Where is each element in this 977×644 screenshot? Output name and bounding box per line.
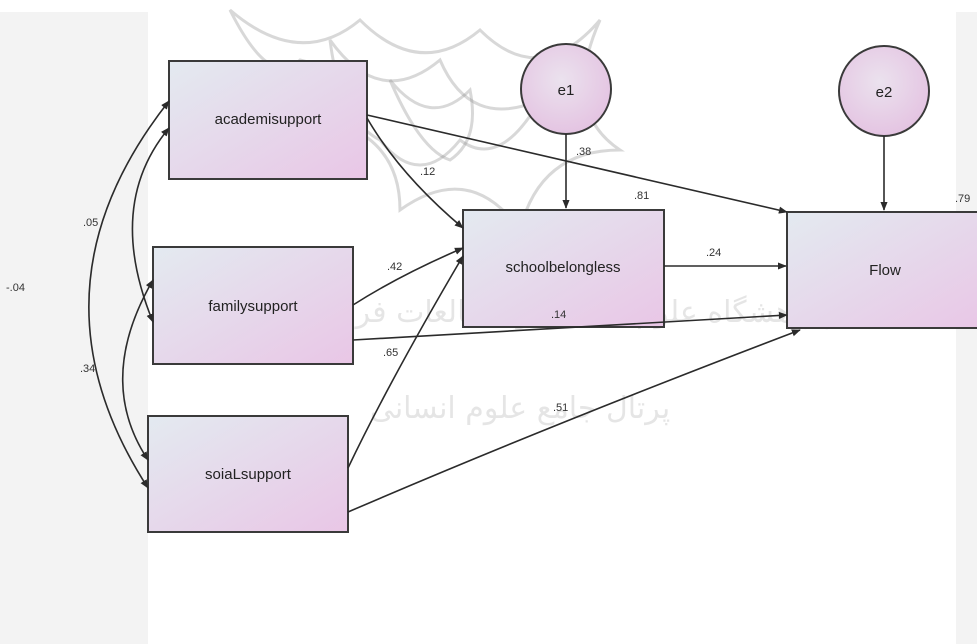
academic-to-school-path bbox=[366, 117, 464, 229]
flow-box[interactable] bbox=[786, 211, 977, 329]
academic-social-covariance bbox=[88, 100, 170, 489]
corr-academic-family: .05 bbox=[83, 217, 98, 229]
r-squared-flow: .79 bbox=[955, 193, 970, 205]
coef-school-to-flow: .24 bbox=[706, 247, 721, 259]
e1-label: e1 bbox=[558, 82, 575, 99]
social-support-box[interactable] bbox=[147, 415, 349, 533]
academic-support-label: academisupport bbox=[215, 111, 323, 128]
academic-support-box[interactable] bbox=[168, 60, 368, 180]
left-panel bbox=[0, 12, 148, 644]
family-social-covariance bbox=[121, 279, 154, 461]
academic-to-flow-path bbox=[366, 114, 788, 214]
family-to-school-path bbox=[352, 247, 464, 306]
r-squared-school: .81 bbox=[634, 190, 649, 202]
coef-academic-to-school: .12 bbox=[420, 166, 435, 178]
coef-family-to-flow: .14 bbox=[551, 309, 566, 321]
social-to-school-path bbox=[347, 255, 464, 469]
family-support-box[interactable] bbox=[152, 246, 354, 365]
e2-label: e2 bbox=[876, 84, 893, 101]
school-belongingness-label: schoolbelongless bbox=[505, 259, 620, 276]
flow-label: Flow bbox=[869, 262, 901, 279]
family-support-label: familysupport bbox=[208, 298, 298, 315]
coef-academic-to-flow: .38 bbox=[576, 146, 591, 158]
family-to-flow-path bbox=[352, 311, 788, 341]
corr-academic-social: -.04 bbox=[6, 282, 25, 294]
coef-social-to-school: .65 bbox=[383, 347, 398, 359]
coef-family-to-school: .42 bbox=[387, 261, 402, 273]
social-to-flow-path bbox=[347, 329, 801, 513]
corr-family-social: .34 bbox=[80, 363, 95, 375]
watermark-line-2: پرتال جامع علوم انسانی bbox=[370, 391, 670, 426]
coef-social-to-flow: .51 bbox=[553, 402, 568, 414]
social-support-label: soiaLsupport bbox=[205, 466, 292, 483]
school-belongingness-box[interactable] bbox=[462, 209, 665, 328]
